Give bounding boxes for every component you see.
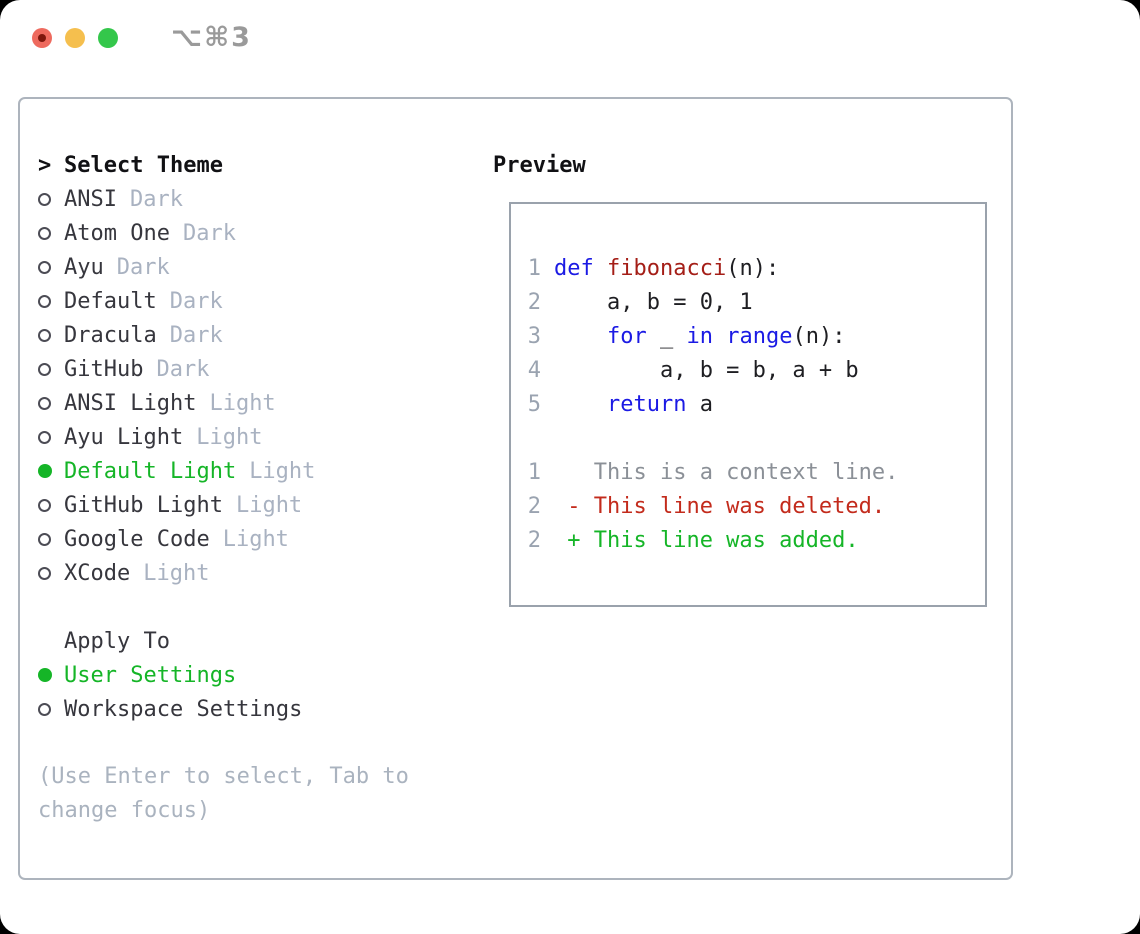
theme-selector-header: > Select Theme	[38, 148, 315, 182]
minimize-icon[interactable]	[65, 28, 85, 48]
apply-to-title: Apply To	[64, 628, 170, 654]
theme-option[interactable]: Default Light Light	[38, 454, 315, 488]
radio-icon	[38, 566, 51, 580]
preview-title: Preview	[493, 152, 586, 178]
theme-variant: Dark	[116, 254, 170, 280]
radio-icon	[38, 702, 51, 716]
line-number: 1	[527, 255, 541, 281]
preview-line: 2 a, b = 0, 1	[527, 285, 985, 319]
theme-variant: Dark	[156, 356, 210, 382]
line-number: 3	[527, 323, 541, 349]
preview-line: 4 a, b = b, a + b	[527, 353, 985, 387]
theme-name: ANSI Light	[64, 390, 197, 416]
window-title: ⌥⌘3	[171, 22, 252, 53]
theme-name: GitHub Light	[64, 492, 223, 518]
apply-to-option[interactable]: Workspace Settings	[38, 692, 302, 726]
apply-to-option-label: Workspace Settings	[64, 696, 303, 722]
theme-option[interactable]: Ayu Dark	[38, 250, 315, 284]
theme-option[interactable]: Atom One Dark	[38, 216, 315, 250]
theme-name: Default Light	[64, 458, 237, 484]
theme-variant: Light	[209, 390, 276, 416]
line-number: 4	[527, 357, 541, 383]
radio-selected-icon	[38, 668, 52, 682]
radio-icon	[38, 532, 51, 546]
radio-icon	[38, 294, 51, 308]
theme-option[interactable]: GitHub Light Light	[38, 488, 315, 522]
titlebar: ⌥⌘3	[0, 0, 1140, 76]
preview-line: 2 - This line was deleted.	[527, 489, 985, 523]
theme-variant: Dark	[129, 186, 183, 212]
line-number: 2	[527, 527, 541, 553]
radio-icon	[38, 430, 51, 444]
blank-line	[527, 421, 985, 455]
line-number: 1	[527, 459, 541, 485]
theme-option[interactable]: ANSI Dark	[38, 182, 315, 216]
line-content: - This line was deleted.	[554, 493, 886, 519]
line-content: for _ in range(n):	[606, 323, 846, 349]
line-number: 2	[527, 493, 541, 519]
zoom-icon[interactable]	[98, 28, 118, 48]
line-content: def fibonacci(n):	[554, 255, 780, 281]
theme-option[interactable]: Dracula Dark	[38, 318, 315, 352]
theme-name: Dracula	[64, 322, 157, 348]
line-content: return a	[606, 391, 713, 417]
theme-name: GitHub	[64, 356, 144, 382]
preview-header: Preview	[493, 148, 586, 182]
apply-to-option[interactable]: User Settings	[38, 658, 302, 692]
theme-variant: Light	[249, 458, 316, 484]
theme-name: Ayu	[64, 254, 104, 280]
theme-variant: Dark	[169, 288, 223, 314]
close-icon[interactable]	[32, 28, 52, 48]
line-number: 5	[527, 391, 541, 417]
radio-icon	[38, 498, 51, 512]
line-number: 2	[527, 289, 541, 315]
prompt-caret: >	[38, 152, 52, 178]
line-content: a, b = 0, 1	[554, 289, 753, 315]
theme-name: Ayu Light	[64, 424, 184, 450]
theme-name: Atom One	[64, 220, 170, 246]
theme-variant: Light	[222, 526, 289, 552]
theme-option[interactable]: XCode Light	[38, 556, 315, 590]
theme-variant: Dark	[182, 220, 236, 246]
line-content: This is a context line.	[554, 459, 899, 485]
theme-option[interactable]: Google Code Light	[38, 522, 315, 556]
preview-line: 5 return a	[527, 387, 985, 421]
radio-selected-icon	[38, 464, 52, 478]
theme-name: Google Code	[64, 526, 210, 552]
apply-to-header: Apply To	[38, 624, 302, 658]
radio-icon	[38, 396, 51, 410]
theme-name: XCode	[64, 560, 131, 586]
preview-line: 3 for _ in range(n):	[527, 319, 985, 353]
theme-name: Default	[64, 288, 157, 314]
theme-variant: Dark	[169, 322, 223, 348]
preview-line: 1 def fibonacci(n):	[527, 251, 985, 285]
keyboard-hint: (Use Enter to select, Tab to change focu…	[38, 764, 409, 823]
radio-icon	[38, 226, 51, 240]
theme-name: ANSI	[64, 186, 117, 212]
radio-icon	[38, 260, 51, 274]
radio-icon	[38, 328, 51, 342]
theme-option[interactable]: Ayu Light Light	[38, 420, 315, 454]
theme-option[interactable]: Default Dark	[38, 284, 315, 318]
theme-variant: Light	[143, 560, 210, 586]
preview-line: 1 This is a context line.	[527, 455, 985, 489]
line-content: a, b = b, a + b	[554, 357, 859, 383]
theme-variant: Light	[235, 492, 303, 518]
theme-variant: Light	[196, 424, 263, 450]
radio-icon	[38, 192, 51, 206]
preview-line: 2 + This line was added.	[527, 523, 985, 557]
apply-to-option-label: User Settings	[64, 662, 237, 688]
theme-selector-title: Select Theme	[64, 152, 223, 178]
radio-icon	[38, 362, 51, 376]
theme-option[interactable]: GitHub Dark	[38, 352, 315, 386]
line-content: + This line was added.	[554, 527, 859, 553]
theme-option[interactable]: ANSI Light Light	[38, 386, 315, 420]
